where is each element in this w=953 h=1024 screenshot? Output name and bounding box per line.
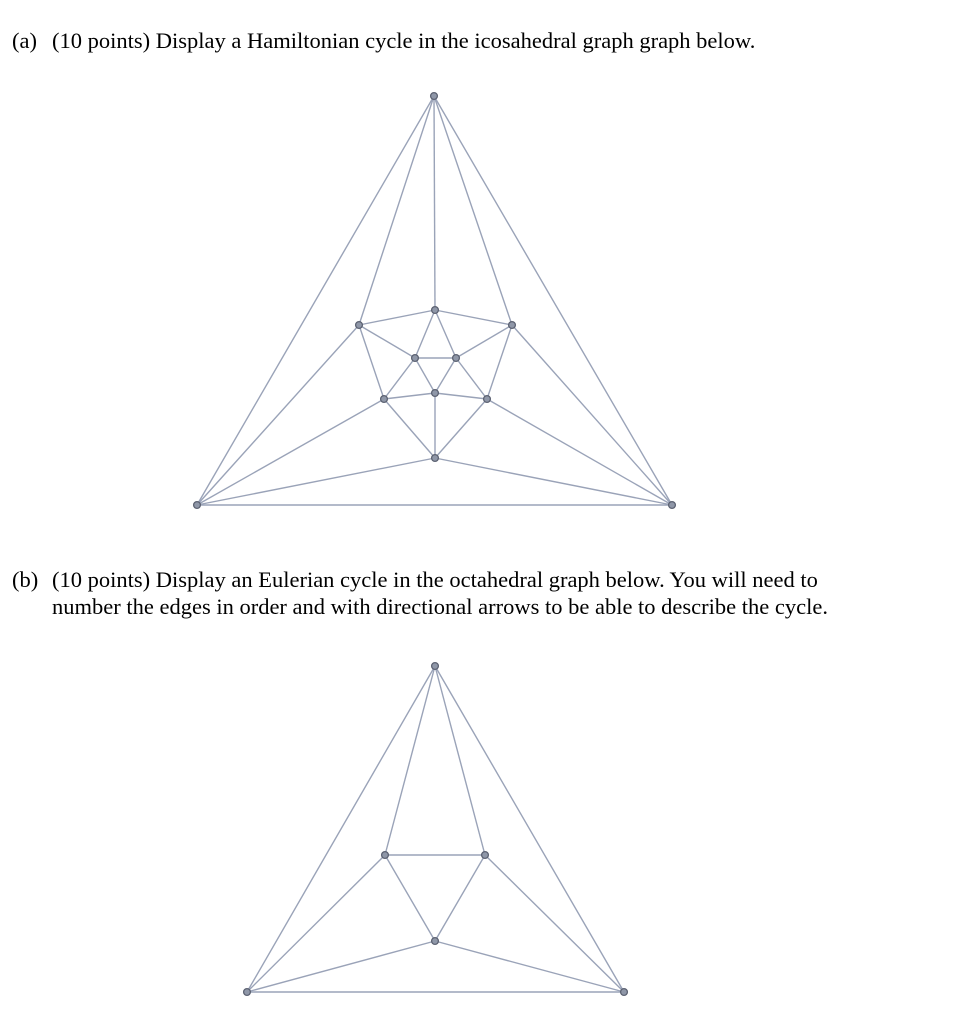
graph-edge	[358, 309, 436, 326]
question-b-text-line2: number the edges in order and with direc…	[52, 594, 828, 619]
graph-edge	[414, 309, 436, 359]
graph-vertex	[380, 850, 390, 860]
graph-edge	[434, 309, 513, 326]
icosahedral-graph	[192, 91, 677, 510]
graph-vertex	[430, 936, 440, 946]
graph-edge	[196, 457, 436, 506]
graph-edge	[384, 854, 436, 942]
graph-edge	[246, 854, 386, 993]
graph-edge	[196, 324, 360, 506]
graph-edge	[383, 392, 436, 400]
graph-vertex	[430, 388, 440, 398]
graph-edge	[414, 357, 436, 394]
graph-vertex	[619, 987, 629, 997]
question-a: (a) (10 points) Display a Hamiltonian cyc…	[12, 27, 755, 54]
graph-edge	[246, 940, 436, 993]
graph-edge	[434, 309, 457, 359]
graph-vertex	[410, 353, 420, 363]
graph-edge	[455, 324, 513, 359]
question-b-text-line1: (10 points) Display an Eulerian cycle in…	[52, 567, 818, 592]
graph-edge	[434, 665, 625, 993]
graph-edge	[433, 95, 436, 311]
question-b-label: (b)	[12, 567, 39, 592]
graph-edge	[484, 854, 625, 993]
graph-edge	[434, 357, 457, 394]
question-a-text: (10 points) Display a Hamiltonian cycle …	[52, 28, 756, 53]
graph-vertex	[379, 394, 389, 404]
graph-edge	[486, 398, 673, 506]
graph-vertex	[430, 661, 440, 671]
graph-edge	[383, 357, 416, 400]
graph-edge	[383, 398, 436, 459]
graph-vertex	[242, 987, 252, 997]
graph-edge	[358, 324, 416, 359]
graph-vertex	[429, 91, 439, 101]
graph-vertex	[192, 500, 202, 510]
graph-vertex	[480, 850, 490, 860]
graph-vertex	[667, 500, 677, 510]
graph-edge	[384, 665, 436, 856]
question-a-label: (a)	[12, 28, 37, 53]
graph-edge	[434, 665, 486, 856]
graph-edge	[433, 95, 513, 326]
graph-edge	[434, 940, 625, 993]
graph-vertex	[354, 320, 364, 330]
graph-edge	[511, 324, 673, 506]
graph-edge	[196, 398, 385, 506]
graph-vertex	[451, 353, 461, 363]
graph-edge	[358, 324, 385, 400]
graph-edge	[358, 95, 435, 326]
graph-edge	[434, 457, 673, 506]
graph-edge	[434, 854, 486, 942]
graph-edge	[196, 95, 435, 506]
graph-edge	[486, 324, 513, 400]
graph-vertex	[430, 453, 440, 463]
graph-edge	[433, 95, 673, 506]
graph-vertex	[507, 320, 517, 330]
graph-edge	[455, 357, 488, 400]
question-b: (b) (10 points) Display an Eulerian cycle…	[12, 566, 828, 620]
graph-vertex	[482, 394, 492, 404]
graph-edge	[434, 398, 488, 459]
graph-vertex	[430, 305, 440, 315]
graph-edge	[434, 392, 488, 400]
graph-edge	[246, 665, 436, 993]
